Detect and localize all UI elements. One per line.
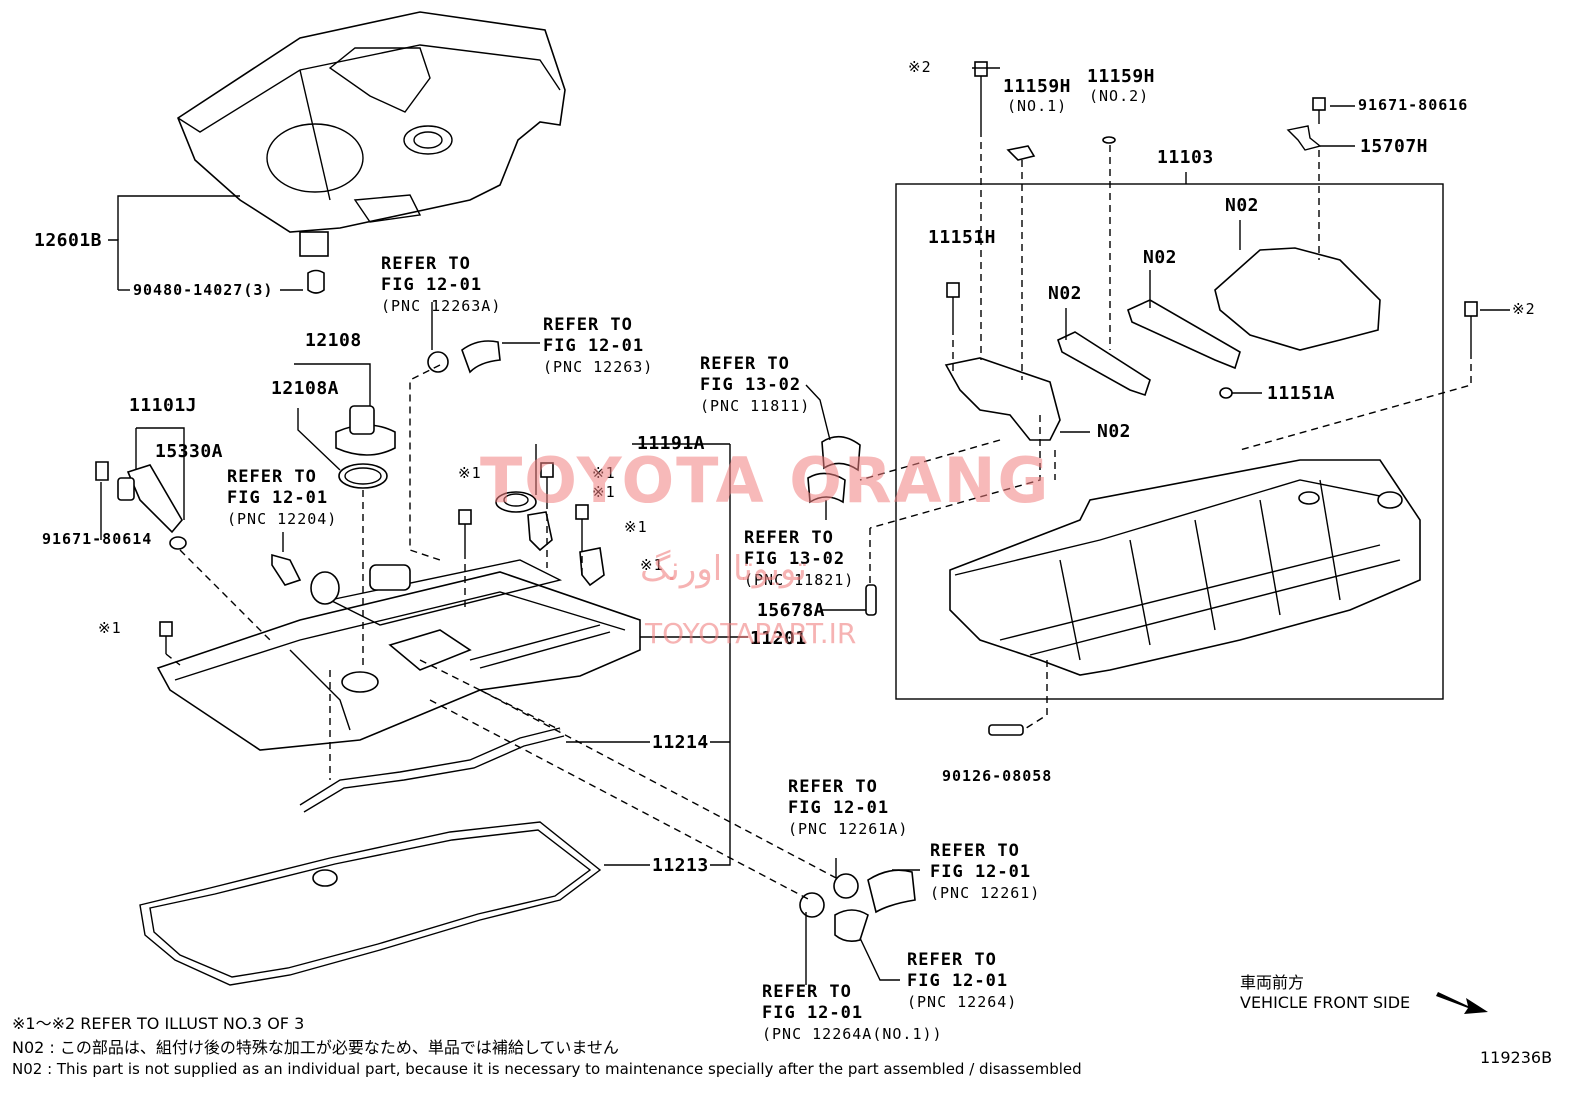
figure-number: 119236B [1480,1048,1553,1067]
camshaft-housing-box [895,183,1444,700]
label-12108: 12108 [305,330,362,351]
mark-1-e: ※1 [640,556,664,574]
label-n02-a: N02 [1225,195,1260,216]
label-91671-80616: 91671-80616 [1358,96,1469,114]
mark-2-a: ※2 [908,58,932,76]
hoses-clamps [427,340,916,942]
mark-1-d: ※1 [624,518,648,536]
gasket-small [299,727,565,813]
label-90480-14027: 90480-14027(3) [133,281,274,299]
label-91671-80614: 91671-80614 [42,530,153,548]
note-refer-illust: ※1～※2 REFER TO ILLUST NO.3 OF 3 [12,1014,305,1033]
mark-1-a: ※1 [458,464,482,482]
label-n02-b: N02 [1143,247,1178,268]
dashed-lines [165,130,1472,901]
label-11101J: 11101J [129,395,198,416]
label-15330A: 15330A [155,441,224,462]
label-n02-c: N02 [1048,283,1083,304]
oil-filler-cap [335,405,396,489]
label-11151A: 11151A [1267,383,1336,404]
mark-1-f: ※1 [98,619,122,637]
mark-1-c: ※1 [592,483,616,501]
label-11213: 11213 [652,855,709,876]
cylinder-head-cover [156,559,641,751]
camshaft-housing [944,125,1421,676]
mark-2-b: ※2 [1512,300,1536,318]
mark-1-b: ※1 [592,464,616,482]
front-arrow-icon [1436,992,1488,1014]
label-11214: 11214 [652,732,709,753]
label-11159H-no2: 11159H [1087,66,1156,87]
note-n02-en: N02 : This part is not supplied as an in… [12,1060,1082,1078]
label-11159H-no1: 11159H [1003,76,1072,97]
label-12108A: 12108A [271,378,340,399]
oil-control-valve [95,461,187,550]
label-11151H: 11151H [928,227,997,248]
watermark-url: TOYOTAPART.IR [645,617,857,650]
label-11159H-no1-sub: (NO.1) [1007,97,1068,115]
label-11201: 11201 [750,628,807,649]
label-15678A: 15678A [757,600,826,621]
label-11103: 11103 [1157,147,1214,168]
cam-sensors [495,491,605,587]
label-90126-08058: 90126-08058 [942,767,1053,785]
bearings [807,435,861,504]
label-11191A: 11191A [637,433,706,454]
watermark-persian: تویوتا اورنگ [640,549,807,589]
label-15707H: 15707H [1360,136,1429,157]
direction-jp: 車両前方 [1240,973,1305,992]
engine-cover [177,11,566,294]
label-12601B: 12601B [34,230,103,251]
gasket-large [139,821,602,986]
direction-en: VEHICLE FRONT SIDE [1240,993,1411,1012]
watermark-brand: TOYOTA ORANG [480,444,1051,517]
label-n02-d: N02 [1097,421,1132,442]
bolts [159,61,1478,736]
note-n02-jp: N02 : この部品は、組付け後の特殊な加工が必要なため、単品では補給していませ… [12,1038,619,1057]
label-11159H-no2-sub: (NO.2) [1089,87,1150,105]
